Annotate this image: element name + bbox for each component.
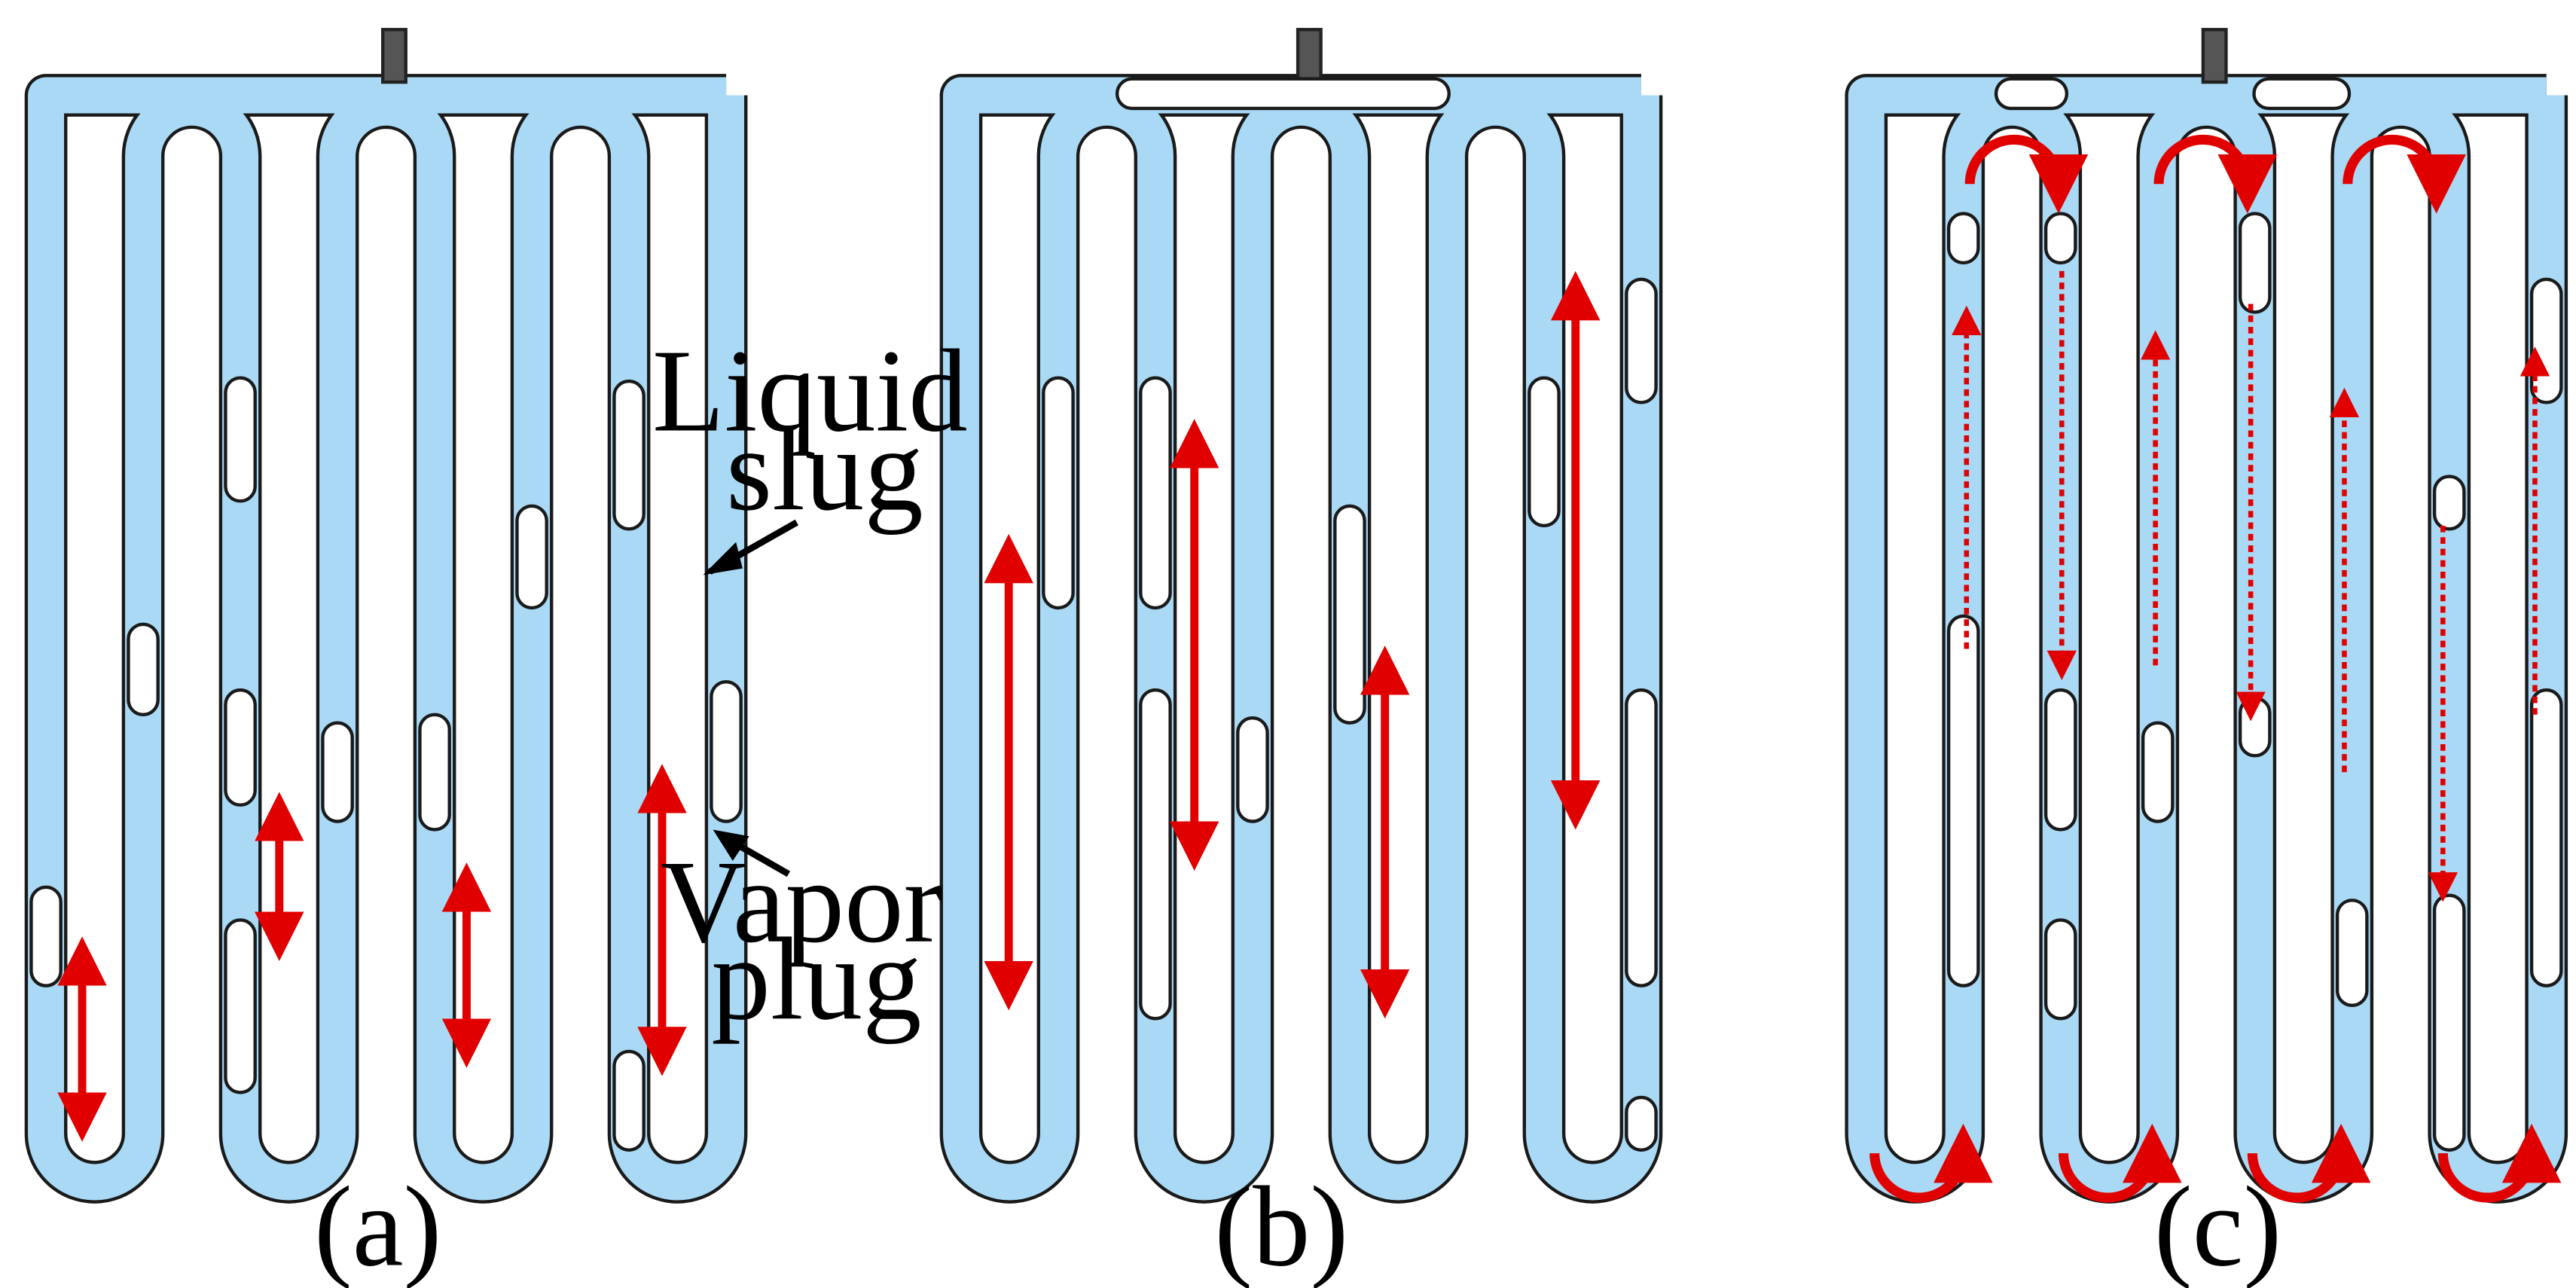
vapor-plug [127,622,160,716]
vapor-plug [1333,504,1366,725]
panel-b [939,28,1663,1204]
vapor-plug [2043,918,2077,1021]
circulation-arrow [2437,1123,2562,1203]
vapor-plug [224,376,257,503]
vapor-plug-arrowhead [713,829,749,861]
liquid-slug-arrowhead [703,542,743,575]
vapor-plug [2043,688,2077,832]
vapor-plug [1528,376,1561,528]
liquid-slug-label: Liquid slug [652,325,997,535]
vapor-plug [710,679,743,823]
vapor-plug [1625,1095,1658,1152]
vapor-plug [2529,277,2563,404]
circulation-arrow [1964,134,2089,214]
vapor-plug [2432,893,2466,1152]
circulation-arrow [1869,1123,1993,1203]
vapor-plug [2043,212,2077,265]
vapor-plug [29,885,63,987]
vapor-plug [2141,721,2175,823]
liquid-channel [28,77,745,1201]
vapor-plug [2335,899,2369,1008]
caption-b: (b) [1214,1163,1348,1288]
vapor-plug [1625,688,1658,987]
liquid-channel [1848,77,2565,1200]
vapor-plug [1625,277,1658,404]
vapor-plug [1115,77,1451,111]
vapor-plug [612,379,646,531]
circulation-arrow [2343,134,2466,214]
vapor-plug [2252,77,2352,111]
circulation-arrow [2153,134,2277,214]
panel-c [1845,28,2568,1204]
caption-a: (a) [314,1163,441,1288]
circulation-arrow [2058,1123,2182,1203]
vapor-plug [1946,212,1980,265]
vapor-plug [321,721,354,823]
fill-valve [2201,28,2228,84]
panel-a [24,28,748,1204]
vapor-plug [515,504,548,610]
fill-valve [1296,28,1323,84]
vapor-plug-label: Vapor plug [661,836,972,1045]
vapor-plug [612,1049,646,1152]
vapor-plug [2529,688,2563,987]
vapor-plug [1994,77,2069,111]
vapor-plug [2238,212,2272,314]
vapor-plug [418,713,451,832]
vapor-plug [1139,688,1172,1021]
vapor-plug [2432,475,2466,531]
vapor-plug [1946,614,1980,987]
caption-c: (c) [2154,1163,2281,1288]
circulation-arrow [2247,1123,2371,1203]
liquid-channel [942,77,1659,1201]
vapor-plug [1236,716,1269,823]
vapor-plug [224,688,257,807]
vapor-plug [224,918,257,1094]
vapor-plug [2238,696,2272,758]
fill-valve [381,28,407,84]
vapor-plug [1042,376,1075,610]
vapor-plug [1139,376,1172,610]
